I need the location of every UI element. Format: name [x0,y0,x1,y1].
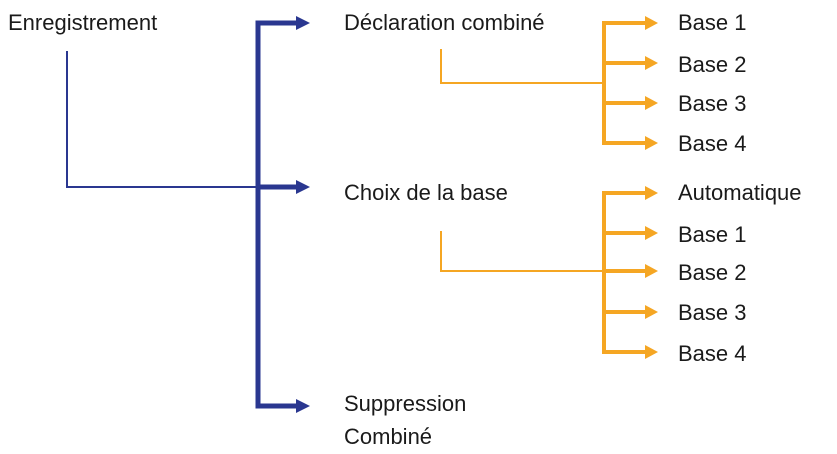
choix-option-automatique: Automatique [678,180,802,205]
declaration-option-base-2: Base 2 [678,52,747,77]
choix-option-arrow-2-arrowhead [645,226,658,240]
choix-option-arrow-3-arrowhead [645,264,658,278]
declaration-option-arrow-2-arrowhead [645,56,658,70]
choix-option-arrow-4-arrowhead [645,305,658,319]
choix-option-arrow-1-arrowhead [645,186,658,200]
choix-option-base-4: Base 4 [678,341,747,366]
branch-suppression-label-line2: Combiné [344,424,433,449]
choix-option-arrow-5-arrowhead [645,345,658,359]
declaration-option-arrow-4-arrowhead [645,136,658,150]
choix-option-base-1: Base 1 [678,222,747,247]
root-node-label: Enregistrement [8,10,158,35]
branch-declaration-label: Déclaration combiné [344,10,545,35]
branch-choix-base-label: Choix de la base [344,180,508,205]
declaration-option-arrow-3-arrowhead [645,96,658,110]
choix-option-base-3: Base 3 [678,300,747,325]
declaration-option-arrow-1-arrowhead [645,16,658,30]
declaration-option-base-3: Base 3 [678,91,747,116]
arrow-to-declaration-arrowhead [296,16,310,30]
branch-suppression-label-line1: Suppression [344,391,467,416]
declaration-option-base-4: Base 4 [678,131,747,156]
declaration-option-base-1: Base 1 [678,10,747,35]
arrow-to-suppression-arrowhead [296,399,310,413]
choix-option-base-2: Base 2 [678,260,747,285]
arrow-to-choix-base-arrowhead [296,180,310,194]
